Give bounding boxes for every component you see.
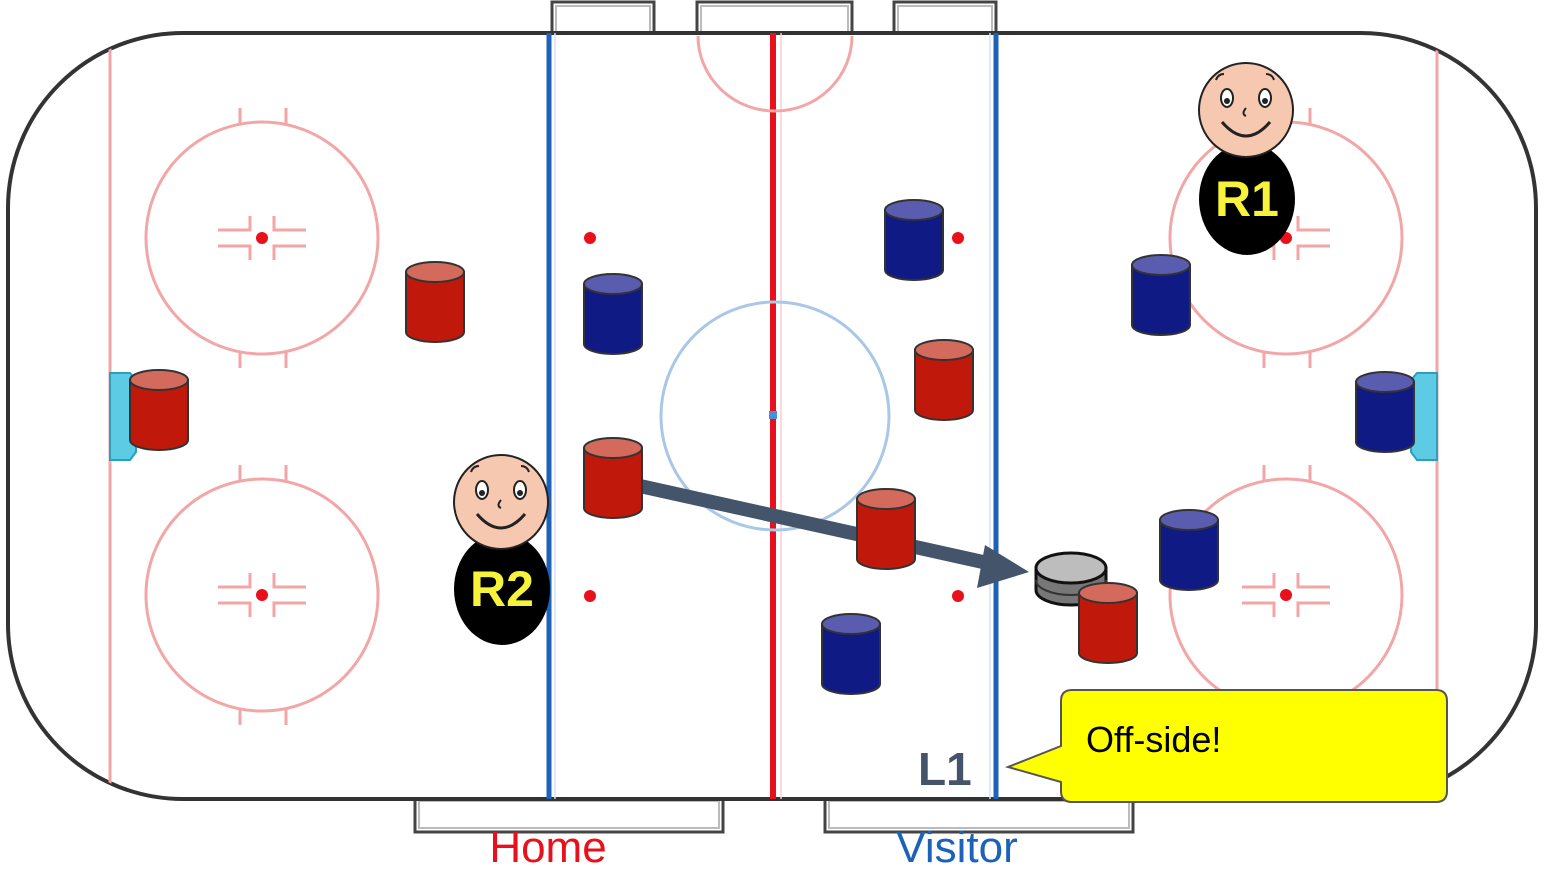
penalty-boxes [550,0,998,38]
offside-callout: Off-side! [1004,689,1448,803]
home-player-passer-icon [583,437,643,519]
referee-shirt [454,533,550,645]
linesman-l1-label: L1 [918,743,972,795]
home-bench-label: Home [489,823,606,869]
home-player-icon [856,488,916,570]
smiling-face-icon [1198,62,1294,158]
visitor-player-icon [1131,254,1191,336]
pass-arrow [638,479,1029,588]
home-player-icon [914,339,974,421]
visitor-bench-label: Visitor [896,823,1017,869]
referee-r1-label: R1 [1215,171,1279,227]
referee-r2-label: R2 [470,561,534,617]
faceoff-circle-home-top [144,108,380,368]
players [129,199,1415,695]
neutral-zone-dots [584,232,964,602]
smiling-face-icon [453,454,549,550]
home-player-icon [405,261,465,343]
visitor-goalie-icon [1355,371,1415,453]
visitor-player-icon [1159,509,1219,591]
visitor-player-icon [884,199,944,281]
faceoff-circle-home-bottom [144,465,380,725]
referee-r1: R1 [1198,62,1295,255]
visitor-player-icon [583,273,643,355]
offside-callout-text: Off-side! [1086,719,1221,760]
visitor-player-icon [821,613,881,695]
referee-r2: R2 [453,454,550,645]
home-player-offside-icon [1078,582,1138,664]
referee-shirt [1199,143,1295,255]
home-goalie-icon [129,369,189,451]
